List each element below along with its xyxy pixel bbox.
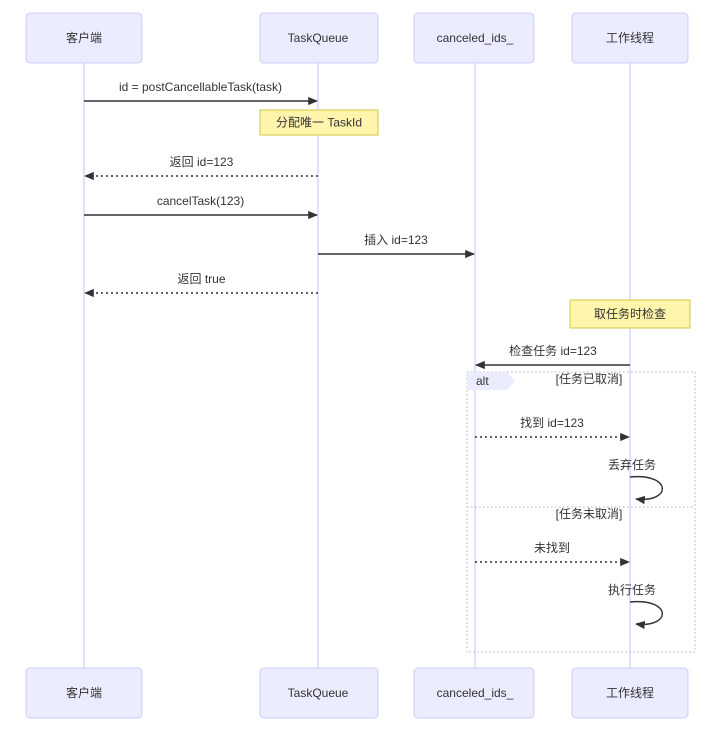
message-label: 返回 id=123 — [170, 155, 234, 169]
message-label: 返回 true — [177, 272, 225, 286]
message-m3: cancelTask(123) — [84, 194, 318, 220]
participant-client-bottom[interactable]: 客户端 — [25, 667, 143, 719]
alt-condition-branch-not-cancelled: [任务未取消] — [556, 506, 623, 521]
message-m10: 执行任务 — [608, 582, 663, 630]
participant-box[interactable] — [413, 12, 535, 64]
message-m1: id = postCancellableTask(task) — [84, 80, 318, 106]
note-background — [569, 299, 691, 329]
note-n2: 取任务时检查 — [569, 299, 691, 329]
message-label: 执行任务 — [608, 582, 656, 597]
participant-client-top[interactable]: 客户端 — [25, 12, 143, 64]
participant-taskqueue-top[interactable]: TaskQueue — [259, 12, 379, 64]
message-label: 检查任务 id=123 — [509, 343, 597, 358]
participant-label: 工作线程 — [606, 30, 654, 45]
message-label: cancelTask(123) — [157, 194, 244, 208]
message-m8: 丢弃任务 — [608, 457, 663, 505]
participant-box[interactable] — [25, 667, 143, 719]
message-label: 找到 id=123 — [520, 416, 584, 430]
self-loop-path — [629, 601, 663, 630]
alt-tag-background — [467, 372, 515, 390]
message-m4: 插入 id=123 — [318, 233, 475, 259]
participant-box[interactable] — [25, 12, 143, 64]
participant-label: canceled_ids_ — [437, 31, 514, 45]
participant-label: TaskQueue — [288, 686, 349, 700]
participant-box[interactable] — [413, 667, 535, 719]
notes-group: 分配唯一 TaskId 取任务时检查 — [259, 109, 691, 329]
participant-label: TaskQueue — [288, 31, 349, 45]
message-label: id = postCancellableTask(task) — [119, 80, 282, 94]
message-label: 插入 id=123 — [364, 233, 428, 247]
participant-box[interactable] — [571, 12, 689, 64]
alt-tag-label: alt — [476, 374, 489, 388]
note-n1: 分配唯一 TaskId — [259, 109, 379, 136]
participant-box[interactable] — [259, 12, 379, 64]
participant-label: canceled_ids_ — [437, 686, 514, 700]
participant-label: 客户端 — [66, 685, 102, 700]
participant-canceled-bottom[interactable]: canceled_ids_ — [413, 667, 535, 719]
participant-taskqueue-bottom[interactable]: TaskQueue — [259, 667, 379, 719]
participant-worker-top[interactable]: 工作线程 — [571, 12, 689, 64]
note-background — [259, 109, 379, 136]
message-m7: 找到 id=123 — [475, 416, 630, 442]
alt-block-group[interactable]: alt [任务已取消] [任务未取消] — [466, 371, 696, 653]
message-m6: 检查任务 id=123 — [475, 343, 630, 370]
note-label: 分配唯一 TaskId — [276, 116, 362, 130]
messages-group: id = postCancellableTask(task) 返回 id=123 c… — [84, 80, 663, 630]
self-loop-path — [629, 476, 663, 505]
participant-box[interactable] — [571, 667, 689, 719]
note-label: 取任务时检查 — [594, 306, 666, 321]
message-m2: 返回 id=123 — [84, 155, 318, 181]
participant-canceled-top[interactable]: canceled_ids_ — [413, 12, 535, 64]
participant-box[interactable] — [259, 667, 379, 719]
participant-label: 工作线程 — [606, 685, 654, 700]
message-label: 未找到 — [534, 541, 570, 555]
message-m5: 返回 true — [84, 272, 318, 298]
alt-condition-branch-cancelled: [任务已取消] — [556, 371, 623, 386]
participant-worker-bottom[interactable]: 工作线程 — [571, 667, 689, 719]
message-label: 丢弃任务 — [608, 457, 656, 472]
message-m9: 未找到 — [475, 541, 630, 567]
alt-frame[interactable] — [466, 371, 696, 653]
participant-label: 客户端 — [66, 30, 102, 45]
